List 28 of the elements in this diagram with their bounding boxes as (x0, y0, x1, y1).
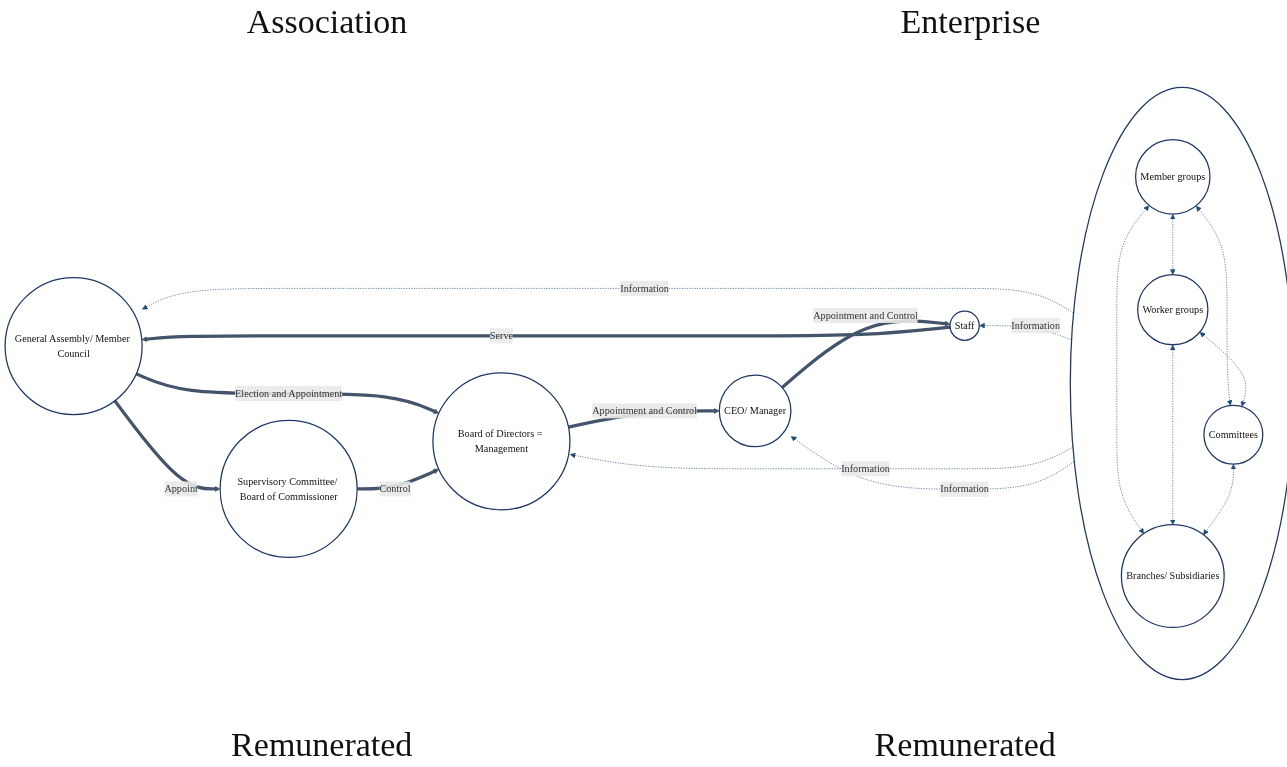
edge-label: Appointment and Control (592, 405, 697, 417)
node-circle: Worker groups (1137, 273, 1209, 346)
node-circle: Member groups (1134, 139, 1211, 215)
cluster (1069, 86, 1287, 681)
edge-label: Information (841, 463, 890, 474)
column-heading: Enterprise (900, 3, 1041, 41)
arrow (141, 325, 951, 342)
column-heading: Remunerated (874, 726, 1056, 764)
edge-label: Information (620, 282, 669, 294)
edge-label: Control (379, 483, 411, 495)
node-circle: Branches/ Subsidiaries (1120, 524, 1225, 628)
node-circle: CEO/ Manager (718, 374, 792, 448)
node-circle: Supervisory Committee/ Board of Commissioner (219, 419, 358, 559)
edge-label: Election and Appointment (235, 387, 343, 399)
edge-label: Serve (489, 330, 514, 341)
arrow (113, 399, 221, 492)
edge-label: Appointment and Control (813, 309, 918, 321)
edge-label: Appoint (164, 483, 198, 495)
column-heading: Association (246, 3, 408, 41)
node-circle: Staff (949, 310, 980, 341)
column-heading: Remunerated (231, 726, 413, 764)
edge-label: Information (1011, 319, 1060, 331)
node-circle: General Assembly/ Member Council (4, 276, 143, 416)
node-circle: Committees (1203, 404, 1264, 465)
edge-label: Information (940, 483, 989, 495)
node-circle: Board of Directors = Management (432, 372, 571, 511)
arrow (135, 372, 440, 414)
arrow (781, 319, 951, 389)
